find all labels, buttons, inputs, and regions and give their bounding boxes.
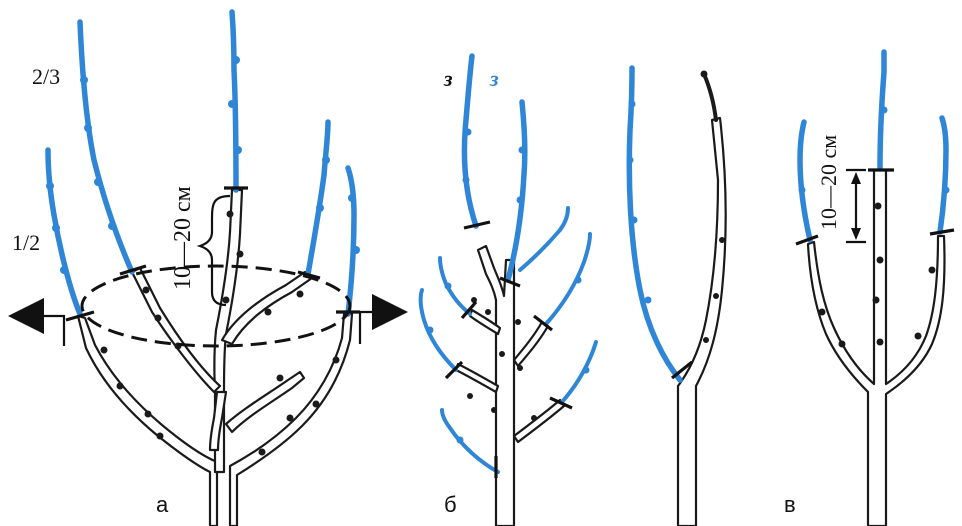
- fraction-two-thirds-label: 2/3: [32, 64, 60, 89]
- panel-b-caption: б: [444, 492, 457, 517]
- panel-a-measure-label: 10—20 см: [170, 186, 196, 290]
- panel-b-mark-blue: з: [489, 66, 499, 91]
- panel-b-tree: з з б: [421, 56, 596, 526]
- panel-v-caption: в: [784, 492, 796, 517]
- panel-b-mark-dark: з: [443, 66, 453, 91]
- panel-a-shoot-left: [80, 22, 132, 272]
- panel-v-measure: [846, 170, 866, 242]
- panel-a-shoot-right: [308, 122, 328, 274]
- panel-v-measure-label: 10—20 см: [816, 135, 841, 230]
- panel-b2-blue-shoot: [629, 68, 680, 380]
- panel-a-shoot-far-left: [48, 150, 80, 314]
- panel-a-tree: 2/3 1/2 10—20 см а: [8, 12, 408, 526]
- panel-a-new-shoots: [46, 12, 360, 314]
- panel-a-right-arrow: [360, 294, 408, 344]
- fraction-one-half-label: 1/2: [12, 230, 40, 255]
- panel-v-tree: 10—20 см в: [784, 52, 954, 526]
- panel-a-left-arrow: [8, 298, 64, 346]
- panel-a-caption: а: [156, 492, 169, 517]
- panel-a-trunk: [78, 316, 217, 526]
- panel-b-second-tree: [627, 68, 726, 526]
- panel-b2-dark-tip: [704, 74, 716, 120]
- panel-a-shoot-far-right: [348, 168, 354, 314]
- panel-b2-trunk: [678, 118, 726, 526]
